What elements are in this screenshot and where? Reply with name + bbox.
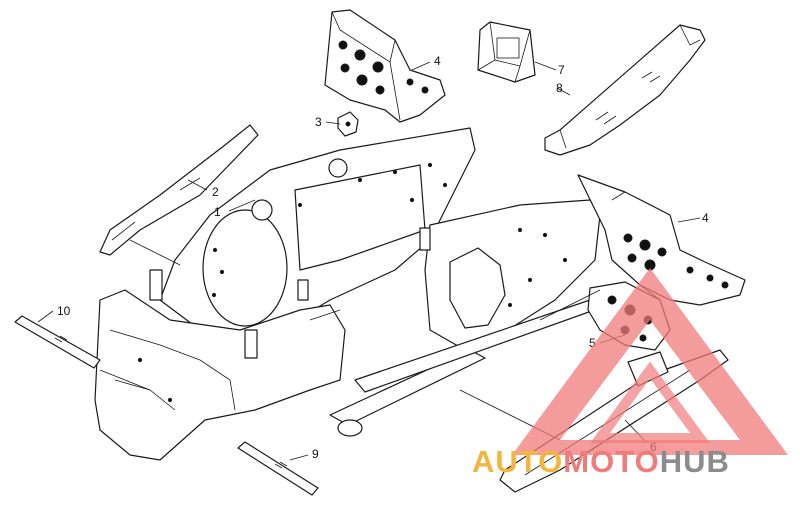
callout-5: 5 — [589, 336, 596, 350]
part-8-cover — [544, 24, 706, 156]
part-7-bracket — [477, 21, 536, 83]
callout-2: 2 — [212, 185, 219, 199]
callout-4b: 4 — [702, 211, 709, 225]
part-9-pin — [237, 441, 319, 496]
callout-10: 10 — [57, 304, 71, 318]
part-3-clip — [337, 111, 359, 137]
frame-rivets — [137, 162, 568, 403]
callout-9: 9 — [312, 447, 319, 461]
svg-text:AUTOMOTOHUB: AUTOMOTOHUB — [472, 444, 730, 479]
callout-4a: 4 — [434, 54, 441, 68]
watermark-auto: AUTO — [472, 444, 563, 479]
callout-8: 8 — [556, 81, 563, 95]
automotohub-watermark: AUTOMOTOHUB — [472, 268, 788, 479]
callout-1: 1 — [214, 205, 221, 219]
part-10-pin — [14, 315, 101, 369]
part-2-rail — [99, 124, 259, 256]
part-4-upper-bracket — [324, 9, 446, 123]
part-4-right-bracket — [577, 174, 746, 306]
callout-7: 7 — [558, 63, 565, 77]
callout-3: 3 — [315, 115, 322, 129]
part-1-main-frame — [94, 127, 601, 461]
watermark-triangle — [512, 268, 788, 455]
watermark-hub: HUB — [660, 444, 730, 479]
watermark-inner-triangle — [590, 361, 710, 443]
watermark-moto: MOTO — [563, 444, 659, 479]
